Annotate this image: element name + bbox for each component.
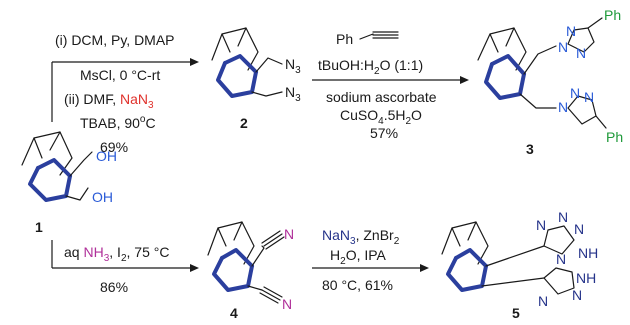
step2-arrowhead <box>460 76 469 84</box>
compound-5-n3: N <box>574 221 584 237</box>
compound-5-n6: N <box>538 293 548 309</box>
compound-3-n4: N <box>558 99 568 115</box>
step4-line2: H2O, IPA <box>330 247 387 267</box>
compound-3-ph-top: Ph <box>604 7 621 23</box>
compound-4-label: 4 <box>230 305 238 321</box>
step2-reagent-ph: Ph <box>336 31 353 47</box>
step4-line1: NaN3, ZnBr2 <box>322 227 400 247</box>
alkyne-triple-bond <box>359 31 399 40</box>
step3-line1: aq NH3, I2, 75 °C <box>64 244 169 264</box>
compound-5-structure <box>441 221 575 295</box>
step3-yield: 86% <box>100 279 128 295</box>
compound-1-oh-top: OH <box>96 148 117 164</box>
compound-3-n1: N <box>558 39 568 55</box>
step1-arrowhead <box>190 58 199 66</box>
compound-2-structure <box>211 27 283 98</box>
compound-3-structure <box>477 17 607 129</box>
compound-2-label: 2 <box>240 115 248 131</box>
compound-4-structure <box>207 221 285 304</box>
step4-line3: 80 °C, 61% <box>322 277 393 293</box>
compound-5-n1: N <box>536 217 546 233</box>
step3-arrowhead <box>190 264 199 272</box>
compound-4-cn-bottom: N <box>282 296 292 312</box>
step2-line2: sodium ascorbate <box>326 89 437 105</box>
compound-1-structure <box>21 131 93 202</box>
compound-3-n3: N <box>576 45 586 61</box>
step1-line2: MsCl, 0 °C-rt <box>80 67 160 83</box>
compound-5-n5: N <box>572 287 582 303</box>
compound-3-ph-bottom: Ph <box>606 129 623 145</box>
compound-3-label: 3 <box>526 141 534 157</box>
compound-1-label: 1 <box>35 219 43 235</box>
compound-4-cn-top: N <box>284 226 294 242</box>
compound-2-n3-top: N3 <box>285 56 301 76</box>
compound-5-nh-top: NH <box>578 245 598 261</box>
step1-line4: TBAB, 90oC <box>80 114 156 131</box>
step1-yield: 69% <box>100 139 128 155</box>
compound-3-n6: N <box>584 89 594 105</box>
step2-line3: CuSO4.5H2O <box>340 107 422 127</box>
compound-1-oh-bottom: OH <box>92 189 113 205</box>
compound-2-n3-bottom: N3 <box>285 84 301 104</box>
compound-5-n2: N <box>558 209 568 225</box>
compound-5-label: 5 <box>512 305 520 321</box>
step1-line1: (i) DCM, Py, DMAP <box>55 32 175 48</box>
step2-line1: tBuOH:H2O (1:1) <box>318 57 423 77</box>
compound-5-n4: N <box>556 251 566 267</box>
compound-3-n2: N <box>566 23 576 39</box>
compound-3-n5: N <box>570 85 580 101</box>
step1-line3: (ii) DMF, NaN3 <box>64 91 154 111</box>
step2-yield: 57% <box>370 125 398 141</box>
step4-arrowhead <box>420 264 429 272</box>
compound-5-nh-bottom: NH <box>576 270 596 286</box>
